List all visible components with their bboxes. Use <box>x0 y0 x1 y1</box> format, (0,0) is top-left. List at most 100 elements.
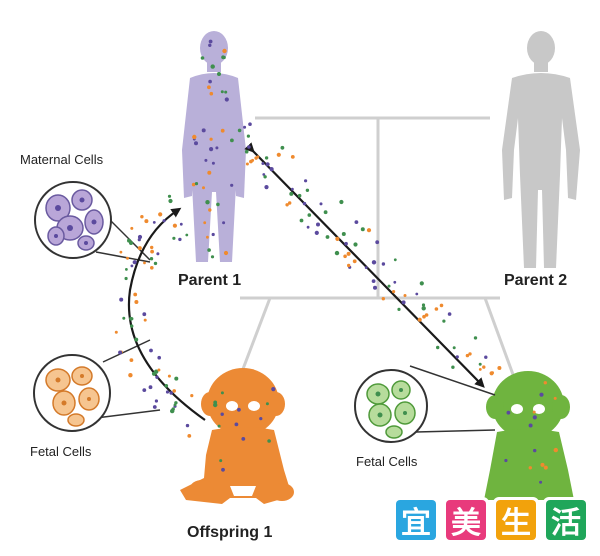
cell-dot <box>347 263 351 268</box>
cell-dot <box>210 255 215 259</box>
cell-dot <box>244 149 249 154</box>
cell-dot <box>339 199 344 205</box>
cell-dot <box>465 353 470 358</box>
cell-dot <box>208 39 213 44</box>
cell-dot <box>114 330 118 334</box>
watermark-logo: 宜 美 生 活 <box>393 497 589 543</box>
cell-dot <box>119 250 123 254</box>
cell-dot <box>149 257 154 261</box>
cell-dot <box>421 306 426 311</box>
cell-dot <box>169 391 173 395</box>
cell-dot <box>323 210 328 215</box>
cell-dot <box>387 284 391 288</box>
cell-dot <box>352 259 357 264</box>
watermark-char-3: 生 <box>493 497 539 543</box>
cell-dot <box>165 390 170 394</box>
cell-dot <box>118 350 123 355</box>
cell-dot <box>220 412 224 416</box>
cell-dot <box>302 201 307 206</box>
cell-dot <box>194 141 198 146</box>
cell-dot <box>150 245 154 250</box>
cell-dot <box>528 423 533 428</box>
cell-dot <box>346 251 351 256</box>
cell-dot <box>173 403 177 407</box>
cell-dot <box>451 365 455 369</box>
cell-dot <box>307 213 312 217</box>
cell-dot <box>251 158 255 162</box>
cell-dot <box>553 447 558 453</box>
cell-dot <box>208 208 212 212</box>
cell-dot <box>306 225 310 229</box>
cell-dot <box>314 230 319 235</box>
cell-dot <box>130 324 134 328</box>
cell-dot <box>158 212 163 217</box>
cell-dot <box>208 79 212 84</box>
cell-dot <box>206 235 209 239</box>
cell-dot <box>122 316 126 320</box>
cell-dot <box>213 402 218 408</box>
cell-dot <box>285 203 289 207</box>
cell-dot <box>276 152 281 157</box>
cell-dot <box>192 134 197 140</box>
cell-dot <box>305 188 310 192</box>
cell-dot <box>484 355 488 359</box>
cell-dot <box>381 262 386 266</box>
cell-dot <box>126 256 129 260</box>
cell-dot <box>304 179 308 183</box>
cell-dot <box>150 266 154 270</box>
cell-dot <box>200 56 205 60</box>
cell-dot <box>208 43 212 47</box>
cell-dot <box>248 122 252 126</box>
cell-dot <box>191 182 196 187</box>
cell-dot <box>442 319 446 323</box>
cell-dot <box>172 223 177 228</box>
cell-dot <box>216 202 220 207</box>
cell-dot <box>265 402 269 406</box>
cell-dot <box>455 355 459 359</box>
cell-dot <box>201 128 206 133</box>
cell-dot <box>553 396 557 400</box>
cell-dot <box>142 312 147 317</box>
cell-dot <box>137 234 143 240</box>
cell-dot <box>290 155 295 159</box>
fetal-cells-left-magnifier <box>33 339 161 432</box>
offspring1-label: Offspring 1 <box>187 524 273 541</box>
cell-dot <box>264 156 269 160</box>
cell-dot <box>168 198 173 204</box>
cell-dot <box>393 258 397 262</box>
cell-dot <box>222 48 227 54</box>
cell-dot <box>528 466 532 470</box>
cell-dot <box>246 134 250 138</box>
cell-dot <box>243 125 247 129</box>
cell-dot <box>149 348 153 353</box>
parent2-label: Parent 2 <box>504 272 568 289</box>
cell-dot <box>155 375 159 379</box>
cell-dot <box>539 392 544 397</box>
cell-dot <box>215 146 219 150</box>
cell-dot <box>241 437 246 441</box>
cell-dot <box>167 374 171 378</box>
cell-dot <box>140 215 144 219</box>
cell-dot <box>289 191 294 196</box>
cell-dot <box>237 407 241 412</box>
cell-dot <box>156 252 160 256</box>
cell-dot <box>543 465 548 470</box>
cell-dot <box>271 387 276 392</box>
cell-dot <box>291 187 294 191</box>
cell-dot <box>504 458 508 463</box>
cell-dot <box>207 170 212 175</box>
cell-dot <box>403 294 407 297</box>
cell-dot <box>447 312 452 316</box>
cell-dot <box>178 237 182 242</box>
cell-dot <box>203 221 207 225</box>
fetal-cells-left-label: Fetal Cells <box>30 444 92 459</box>
cell-dot <box>134 300 139 304</box>
cell-dot <box>288 201 292 205</box>
cell-dot <box>222 221 226 225</box>
cell-dot <box>185 423 190 428</box>
cell-dot <box>223 250 229 256</box>
cell-dot <box>172 236 176 240</box>
cell-dot <box>491 371 494 375</box>
cell-dot <box>187 434 192 438</box>
